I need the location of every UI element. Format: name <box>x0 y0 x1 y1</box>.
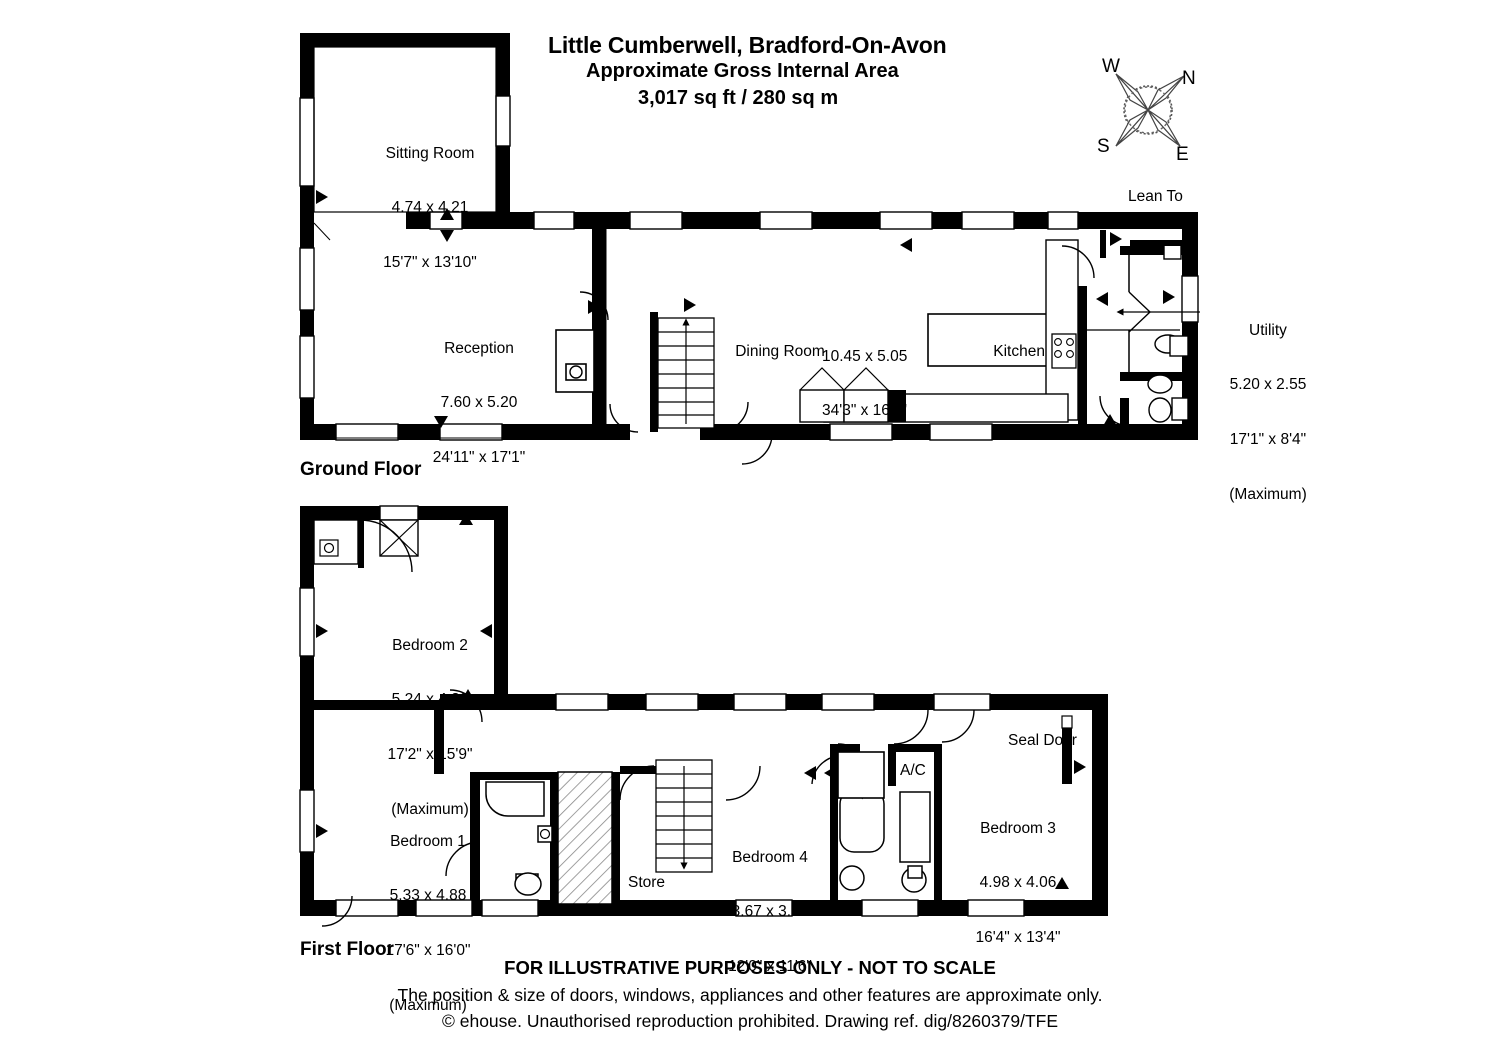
kitchen-island <box>927 313 1069 367</box>
room-imperial: 34'3" x 16'7" <box>822 402 908 420</box>
room-label-bedroom-2: Bedroom 2 5.24 x 4.80 17'2" x 15'9" (Max… <box>340 600 520 856</box>
footer-line-3: © ehouse. Unauthorised reproduction proh… <box>441 1011 1059 1031</box>
room-label-store: Store <box>628 874 666 891</box>
room-label-bedroom-4: Bedroom 4 3.67 x 3.50 12'0" x 11'6" <box>700 812 840 1013</box>
room-label-sitting-room: Sitting Room 4.74 x 4.21 15'7" x 13'10" <box>330 108 530 309</box>
room-imperial: 12'0" x 11'6" <box>728 958 812 976</box>
room-note: (Maximum) <box>1229 486 1307 504</box>
room-name: Reception <box>444 339 514 357</box>
room-metric: 7.60 x 5.20 <box>440 394 518 412</box>
room-label-kitchen: Kitchen <box>976 325 1045 380</box>
room-note: (Maximum) <box>391 801 469 819</box>
room-name: Utility <box>1249 321 1287 339</box>
utility-partitions <box>1087 246 1180 372</box>
room-metric: 4.98 x 4.06 <box>979 874 1057 892</box>
room-metric: 5.33 x 4.88 <box>389 887 467 905</box>
footer-line-1: FOR ILLUSTRATIVE PURPOSES ONLY - NOT TO … <box>504 957 996 978</box>
room-dims-dining-room: 10.45 x 5.05 34'3" x 16'7" <box>822 311 942 457</box>
compass-east-label: E <box>1176 144 1189 165</box>
room-imperial: 16'4" x 13'4" <box>975 929 1061 947</box>
room-name: Bedroom 1 <box>390 832 466 850</box>
first-direction-arrows <box>316 513 1086 889</box>
room-metric: 5.24 x 4.80 <box>391 691 469 709</box>
room-imperial: 17'1" x 8'4" <box>1229 431 1307 449</box>
floor-title-ground: Ground Floor <box>300 459 422 480</box>
room-imperial: 17'2" x 15'9" <box>387 746 473 764</box>
bathroom-fixtures-left <box>485 781 553 896</box>
ground-floor-plan <box>299 33 1200 465</box>
room-label-utility: Utility 5.20 x 2.55 17'1" x 8'4" (Maximu… <box>1198 285 1338 541</box>
room-name: Kitchen <box>993 343 1045 361</box>
first-floor-plan <box>299 505 1108 927</box>
room-metric: 3.67 x 3.50 <box>731 903 809 921</box>
room-name: Bedroom 2 <box>392 636 468 654</box>
room-note: (Maximum) <box>389 997 467 1015</box>
page-subtitle: Approximate Gross Internal Area <box>586 60 899 82</box>
compass-west-label: W <box>1102 56 1120 77</box>
floor-title-first: First Floor <box>300 939 394 960</box>
page-title: Little Cumberwell, Bradford-On-Avon <box>548 32 947 58</box>
compass-north-label: N <box>1182 68 1196 89</box>
room-label-reception: Reception 7.60 x 5.20 24'11" x 17'1" <box>384 303 574 504</box>
compass-south-label: S <box>1097 136 1110 157</box>
seal-door-marker <box>1062 726 1072 784</box>
room-name: Bedroom 3 <box>980 819 1056 837</box>
door-swings-ground <box>579 245 1152 465</box>
room-metric: 4.74 x 4.21 <box>391 199 469 217</box>
room-imperial: 24'11" x 17'1" <box>432 449 526 467</box>
room-imperial: 17'6" x 16'0" <box>385 942 471 960</box>
page-area: 3,017 sq ft / 280 sq m <box>638 87 839 109</box>
room-metric: 10.45 x 5.05 <box>822 347 908 365</box>
compass-rose <box>1115 73 1185 147</box>
room-label-bedroom-1: Bedroom 1 5.33 x 4.88 17'6" x 16'0" (Max… <box>338 796 518 1052</box>
room-name: Sitting Room <box>385 144 475 162</box>
annotation-seal-door: Seal Door <box>1008 732 1077 749</box>
room-name: Dining Room <box>735 343 825 361</box>
annotation-lean-to: Lean To <box>1128 188 1183 205</box>
hatched-void <box>557 771 613 905</box>
room-name: Bedroom 4 <box>732 848 808 866</box>
footer-line-2: The position & size of doors, windows, a… <box>397 985 1103 1005</box>
annotation-ac: A/C <box>900 762 926 779</box>
room-label-bedroom-3: Bedroom 3 4.98 x 4.06 16'4" x 13'4" <box>948 783 1088 984</box>
room-label-dining-room: Dining Room <box>718 325 825 380</box>
room-metric: 5.20 x 2.55 <box>1229 376 1307 394</box>
room-imperial: 15'7" x 13'10" <box>383 254 477 272</box>
ground-direction-arrows <box>316 190 1175 438</box>
ac-cupboard <box>837 751 885 799</box>
